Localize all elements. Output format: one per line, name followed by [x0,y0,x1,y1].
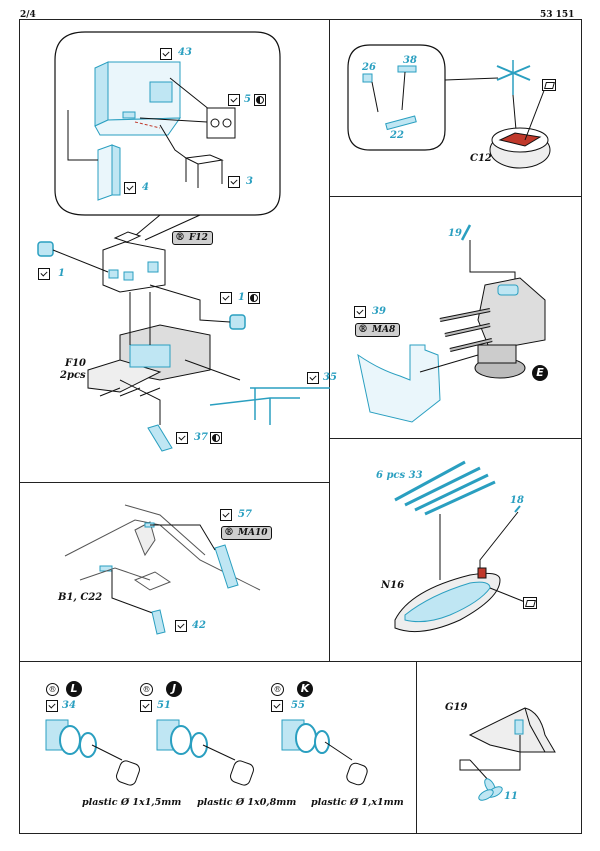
step-check-icon [271,700,283,712]
plastic-rod-2: plastic Ø 1x0,8mm [197,797,297,808]
decal-icon [542,79,556,91]
step-51: 51 [157,700,171,711]
marker-e: E [532,365,548,381]
panel-propeller [416,661,582,834]
marker-k: K [297,681,313,697]
marker-l: L [66,681,82,697]
step-4: 4 [142,182,149,193]
step-39: 39 [372,306,386,317]
step-check-icon [160,48,172,60]
ref-badge-f12: F12 [172,231,213,245]
plastic-rod-3: plastic Ø 1,x1mm [311,797,404,808]
product-code: 53 151 [540,10,575,20]
step-check-icon [175,620,187,632]
step-33: 6 pcs 33 [376,470,423,481]
step-check-icon [124,182,136,194]
step-55: 55 [291,700,305,711]
step-check-icon [220,292,232,304]
label-f10-count: 2pcs [60,370,86,381]
step-19: 19 [448,228,462,239]
step-35: 35 [323,372,337,383]
step-check-icon [176,432,188,444]
marker-j: J [166,681,182,697]
page-number: 2/4 [20,10,36,20]
label-f10: F10 [65,358,87,369]
step-check-icon [307,372,319,384]
label-n16: N16 [381,580,405,591]
step-check-icon [228,176,240,188]
reg-mark-icon: ® [140,683,153,696]
step-38: 38 [403,55,417,66]
yin-yang-icon [248,292,260,304]
reg-mark-icon: ® [271,683,284,696]
step-26: 26 [362,62,376,73]
step-check-icon [228,94,240,106]
reg-mark-icon: ® [46,683,59,696]
step-22: 22 [390,130,404,141]
step-check-icon [354,306,366,318]
step-18: 18 [510,495,524,506]
step-3: 3 [246,176,253,187]
label-b1-c22: B1, C22 [58,592,103,603]
ref-badge-ma10: MA10 [221,526,273,540]
step-1-right: 1 [238,292,245,303]
step-37: 37 [194,432,208,443]
yin-yang-icon [254,94,266,106]
step-check-icon [38,268,50,280]
step-43: 43 [178,47,192,58]
plastic-rod-1: plastic Ø 1x1,5mm [82,797,182,808]
step-5: 5 [244,94,251,105]
decal-icon [523,597,537,609]
step-57: 57 [238,509,252,520]
label-c12: C12 [470,153,492,164]
step-34: 34 [62,700,76,711]
step-check-icon [140,700,152,712]
label-g19: G19 [445,702,468,713]
step-42: 42 [192,620,206,631]
step-check-icon [220,509,232,521]
step-check-icon [46,700,58,712]
step-11: 11 [504,791,518,802]
yin-yang-icon [210,432,222,444]
step-1-left: 1 [58,268,65,279]
ref-badge-ma8: MA8 [355,323,401,337]
